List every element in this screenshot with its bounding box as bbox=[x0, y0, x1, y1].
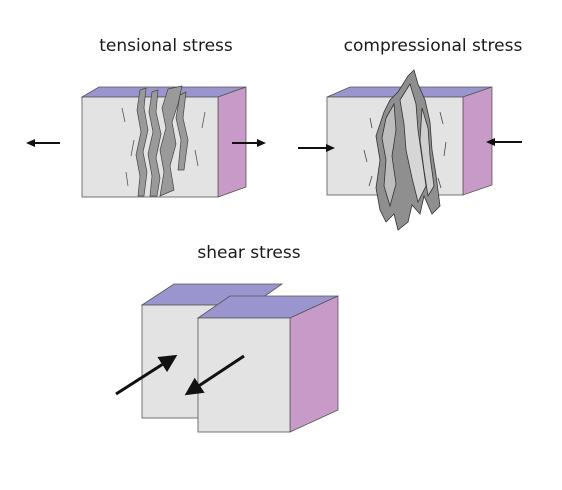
compressional-block bbox=[326, 69, 493, 231]
shear-arrow-up-right bbox=[115, 354, 178, 396]
compression-fold-ridge bbox=[375, 69, 441, 231]
compressional-stress-label: compressional stress bbox=[343, 36, 523, 56]
tensional-stress-label: tensional stress bbox=[99, 36, 233, 56]
tension-crack-marks bbox=[121, 107, 206, 187]
shear-arrow-down-left bbox=[184, 354, 245, 396]
shear-block-front bbox=[196, 295, 339, 433]
shear-front-side bbox=[289, 295, 339, 433]
shear-stress-label: shear stress bbox=[197, 243, 301, 263]
shear-front-face bbox=[197, 317, 291, 433]
tension-cracks bbox=[135, 85, 189, 197]
compression-crumple-marks bbox=[363, 111, 447, 189]
compressional-block-side bbox=[462, 86, 493, 196]
tensional-block bbox=[80, 85, 247, 198]
